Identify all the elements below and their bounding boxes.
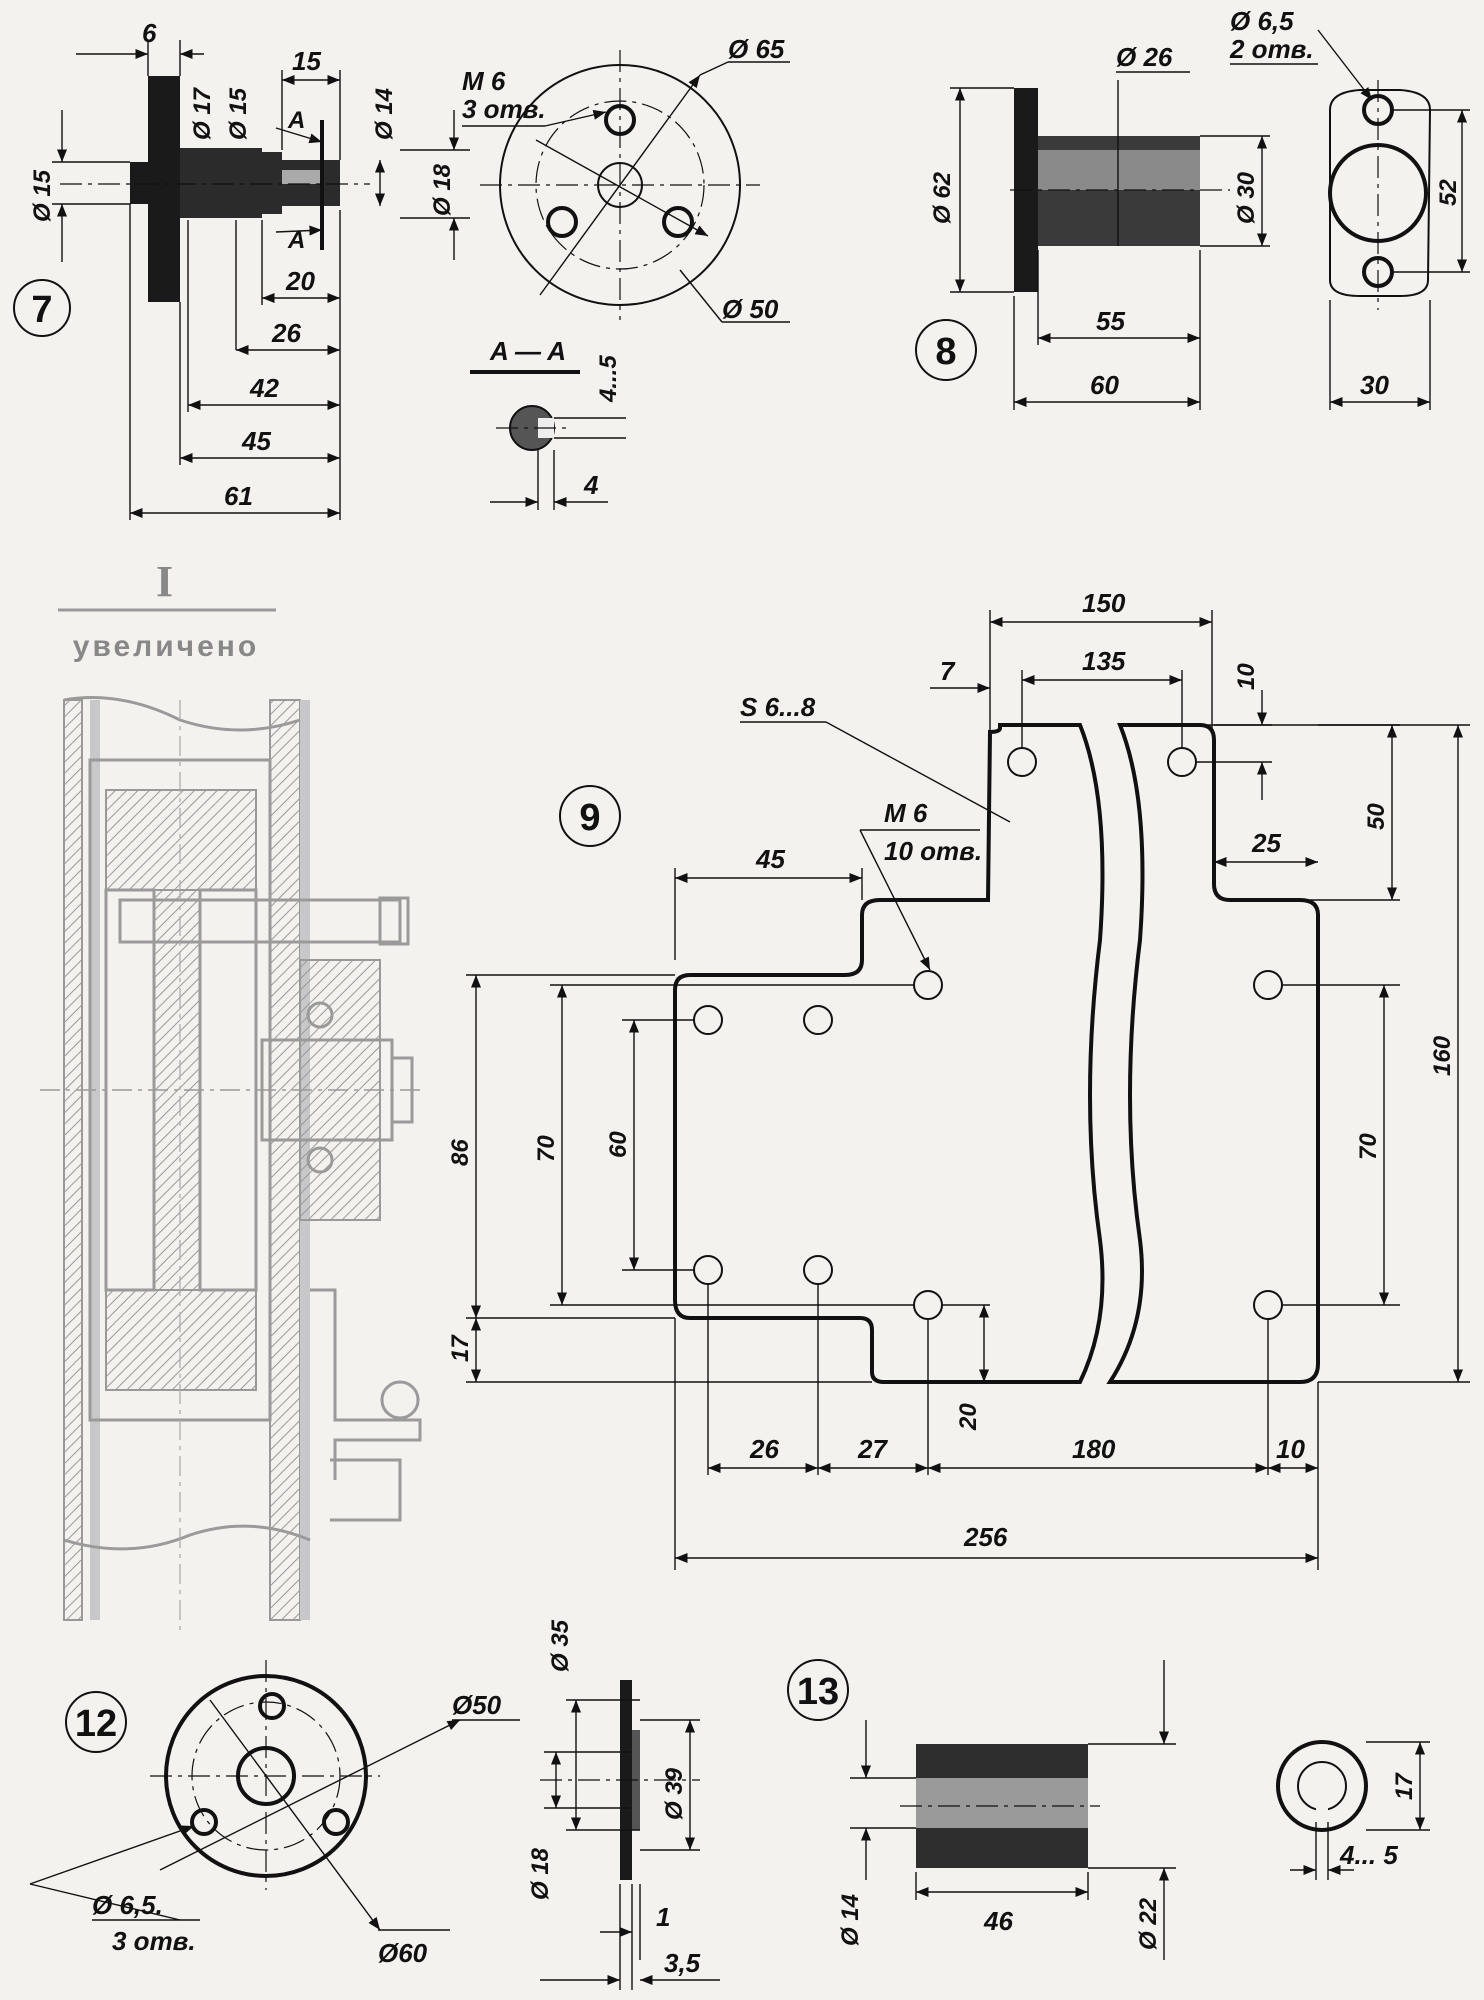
plate-height-17: 17 [447,1334,474,1362]
svg-text:8: 8 [935,331,956,373]
disk-side-d18: Ø 18 [527,1847,554,1900]
detail-i-enlarged: I увеличено [40,557,422,1630]
sleeve-flange-diameter: Ø 62 [929,171,956,224]
plate-outline-right [1106,723,1320,1384]
sleeve-outer-diameter: Ø 30 [1233,171,1260,224]
plate-height-160: 160 [1429,1035,1456,1076]
svg-text:7: 7 [31,289,52,331]
plate-hole-offset-20: 20 [955,1403,982,1431]
disk-holes-count: 3 отв. [112,1926,196,1956]
sleeve-length-60: 60 [1090,370,1119,400]
dim-d18: Ø 18 [429,163,456,216]
plate-step-25: 25 [1251,828,1281,858]
sleeve-end-view [1328,80,1432,310]
end-view-width: 30 [1360,370,1389,400]
end-view-hole-diameter: Ø 6,5 [1230,6,1294,36]
plate-pitch-26: 26 [749,1434,779,1464]
plate-thickness: S 6...8 [740,692,816,722]
svg-text:9: 9 [579,797,600,839]
bushing-end-height: 17 [1391,1772,1418,1800]
detail-caption: увеличено [73,630,259,663]
disk-hole-diameter: Ø 6,5. [92,1890,163,1920]
section-aa-width: 4 [583,470,599,500]
plate-height-86: 86 [447,1139,474,1166]
flange-outer-diameter: Ø 65 [728,34,785,64]
plate-width-135: 135 [1082,646,1126,676]
plate-thread: M 6 [884,798,928,828]
disk-bolt-circle: Ø50 [452,1690,502,1720]
flange-thread: M 6 [462,66,506,96]
shaft-flange [148,76,180,302]
svg-text:13: 13 [797,1671,839,1713]
plate-hole-spacing-70-right: 70 [1355,1133,1382,1160]
flange-holes: 3 отв. [462,94,546,124]
disk-thickness-1: 1 [656,1902,670,1932]
figure-12-disk: 12 Ø50 Ø60 Ø 6,5. 3 отв. Ø 35 Ø 39 [29,1619,720,1990]
plate-hole-spacing-60: 60 [605,1131,632,1158]
disk-side-d39: Ø 39 [661,1767,688,1820]
plate-holes [693,747,1283,1320]
plate-hole-spacing-70-left: 70 [533,1135,560,1162]
figure-9-plate: 9 S 6...8 M 6 10 отв. 150 [447,588,1470,1570]
plate-offset-7: 7 [940,656,956,686]
figure-13-bushing: 13 Ø 14 46 Ø 22 17 4... 5 [787,1659,1430,1960]
end-view-holes: 2 отв. [1229,34,1314,64]
plate-step-45: 45 [755,844,785,874]
disk-outer-diameter: Ø60 [378,1938,428,1968]
dim-length-20: 20 [285,266,315,296]
detail-numeral: I [156,557,176,606]
sleeve-length-55: 55 [1096,306,1125,336]
shaft-key-slot [282,170,322,184]
figure-8-sleeve: 8 Ø 26 Ø 62 Ø 30 55 60 Ø 6,5 [915,6,1470,410]
disk-thickness-3-5: 3,5 [664,1948,701,1978]
plate-holes-count: 10 отв. [884,836,982,866]
figure-7-tag: 7 [13,279,71,337]
dim-d15: Ø 15 [225,87,252,140]
plate-hole-offset-10: 10 [1233,663,1260,690]
dim-d15-left: Ø 15 [29,169,56,222]
plate-pitch-180: 180 [1072,1434,1116,1464]
plate-height-50: 50 [1363,803,1390,830]
figure-9-tag: 9 [559,785,621,847]
disk-side-d35: Ø 35 [547,1619,574,1672]
svg-text:12: 12 [75,1703,117,1745]
plate-edge-10: 10 [1276,1434,1305,1464]
shaft-body [180,148,340,218]
dim-flange-thickness: 6 [142,18,157,48]
section-aa-title: A — A [489,336,566,366]
bushing-length: 46 [983,1906,1013,1936]
section-mark-a-top: A [287,107,305,134]
dim-length-45: 45 [241,426,271,456]
figure-13-tag: 13 [787,1659,849,1721]
plate-outline [673,723,1105,1384]
section-mark-a-bottom: A [287,227,305,254]
bushing-inner-diameter: Ø 14 [837,1894,864,1946]
plate-width-150: 150 [1082,588,1126,618]
bushing-outer-diameter: Ø 22 [1135,1897,1162,1950]
bushing-slot-width: 4... 5 [1339,1840,1398,1870]
dim-d14: Ø 14 [371,88,398,140]
flange-bolt-circle: Ø 50 [722,294,779,324]
figure-7-shaft: 7 6 15 Ø 17 Ø 15 Ø 14 Ø 18 Ø 15 A [13,18,790,520]
figure-12-tag: 12 [65,1691,127,1753]
flange-front-view [480,50,760,320]
dim-length-26: 26 [271,318,301,348]
figure-8-tag: 8 [915,319,977,381]
plate-width-256: 256 [963,1522,1008,1552]
dim-length-61: 61 [224,481,253,511]
plate-pitch-27: 27 [857,1434,888,1464]
dim-tip-length: 15 [292,46,321,76]
shaft-left-stub [130,162,148,204]
section-aa-depth: 4...5 [595,355,622,403]
dim-d17: Ø 17 [189,86,216,140]
sleeve-inner-diameter: Ø 26 [1116,42,1173,72]
dim-length-42: 42 [249,373,279,403]
end-view-spacing: 52 [1435,179,1462,206]
